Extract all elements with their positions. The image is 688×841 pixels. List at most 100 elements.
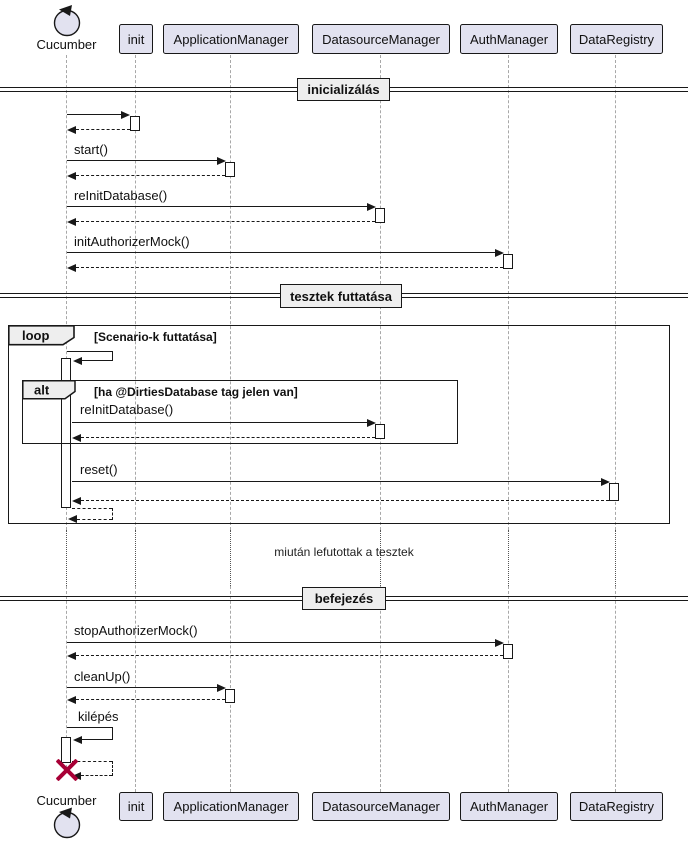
loop-operator-tab: loop xyxy=(8,325,75,346)
actor-label-cucumber: Cucumber xyxy=(36,37,97,52)
arrowhead-left-icon xyxy=(73,357,82,365)
message-label-reset: reset() xyxy=(80,462,118,477)
arrowhead-left-icon xyxy=(67,264,76,272)
divider-tesztek-futtatasa: tesztek futtatása xyxy=(280,284,402,308)
arrowhead-right-icon xyxy=(367,203,376,211)
activation-applicationmanager xyxy=(225,689,235,703)
alt-fragment xyxy=(22,380,458,444)
return-line xyxy=(76,129,130,130)
loop-operator-label: loop xyxy=(22,328,49,343)
delay-note: miután lefutottak a tesztek xyxy=(274,545,414,559)
participant-authmanager: AuthManager xyxy=(460,24,558,54)
activation-cucumber xyxy=(61,737,71,763)
return-line xyxy=(76,699,225,700)
lifeline-authmanager xyxy=(508,586,509,792)
return-line xyxy=(76,655,503,656)
lifeline-authmanager xyxy=(508,55,509,530)
lifeline-init xyxy=(135,55,136,530)
lifeline-applicationmanager-delay xyxy=(230,530,231,586)
lifeline-datasourcemanager-delay xyxy=(380,530,381,586)
activation-datasourcemanager xyxy=(375,424,385,439)
loop-guard: [Scenario-k futtatása] xyxy=(94,330,217,344)
arrowhead-right-icon xyxy=(495,249,504,257)
self-message-line xyxy=(82,739,112,740)
self-message-line xyxy=(67,351,112,352)
arrowhead-left-icon xyxy=(67,218,76,226)
return-line xyxy=(81,437,375,438)
actor-label-cucumber-bottom: Cucumber xyxy=(36,793,97,808)
self-message-line xyxy=(112,727,113,740)
self-message-line xyxy=(82,360,112,361)
message-line xyxy=(67,206,367,207)
message-line xyxy=(67,252,495,253)
message-line xyxy=(67,687,217,688)
message-line xyxy=(67,642,495,643)
arrowhead-right-icon xyxy=(495,639,504,647)
self-message-line xyxy=(112,351,113,361)
arrowhead-right-icon xyxy=(367,419,376,427)
arrowhead-left-icon xyxy=(67,652,76,660)
self-return-line xyxy=(72,508,112,509)
message-label-start: start() xyxy=(74,142,108,157)
control-actor-icon xyxy=(53,807,81,839)
participant-dataregistry: DataRegistry xyxy=(570,24,663,54)
divider-befejezes: befejezés xyxy=(302,587,386,610)
alt-operator-label: alt xyxy=(34,383,50,398)
arrowhead-left-icon xyxy=(68,515,77,523)
message-label-reinitdatabase: reInitDatabase() xyxy=(74,188,168,203)
self-return-line xyxy=(112,761,113,776)
self-message-line xyxy=(67,727,112,728)
arrowhead-right-icon xyxy=(121,111,130,119)
alt-guard: [ha @DirtiesDatabase tag jelen van] xyxy=(94,385,298,399)
arrowhead-left-icon xyxy=(67,696,76,704)
activation-datasourcemanager xyxy=(375,208,385,223)
message-label-initauthorizermock: initAuthorizerMock() xyxy=(74,234,190,249)
lifeline-cucumber xyxy=(66,586,67,768)
participant-init-bottom: init xyxy=(119,792,153,821)
self-return-line xyxy=(77,519,112,520)
self-return-line xyxy=(112,508,113,520)
loop-fragment xyxy=(8,325,670,524)
lifeline-dataregistry xyxy=(615,586,616,792)
activation-authmanager xyxy=(503,254,513,269)
activation-authmanager xyxy=(503,644,513,659)
message-label-reinitdatabase-2: reInitDatabase() xyxy=(80,402,174,417)
alt-operator-tab: alt xyxy=(22,380,76,400)
participant-datasourcemanager: DatasourceManager xyxy=(312,24,450,54)
return-line xyxy=(76,221,375,222)
arrowhead-left-icon xyxy=(67,172,76,180)
message-label-cleanup: cleanUp() xyxy=(74,669,131,684)
participant-applicationmanager-bottom: ApplicationManager xyxy=(163,792,299,821)
participant-dataregistry-bottom: DataRegistry xyxy=(570,792,663,821)
activation-cucumber xyxy=(61,358,71,508)
divider-inicializalas: inicializálás xyxy=(297,78,390,101)
message-line xyxy=(67,114,122,115)
arrowhead-left-icon xyxy=(72,434,81,442)
self-return-line xyxy=(72,761,112,762)
arrowhead-left-icon xyxy=(73,736,82,744)
activation-init xyxy=(130,116,140,131)
participant-init: init xyxy=(119,24,153,54)
lifeline-cucumber-delay xyxy=(66,530,67,586)
lifeline-applicationmanager xyxy=(230,55,231,530)
participant-datasourcemanager-bottom: DatasourceManager xyxy=(312,792,450,821)
message-line xyxy=(72,422,367,423)
lifeline-cucumber xyxy=(66,55,67,530)
arrowhead-left-icon xyxy=(72,497,81,505)
return-line xyxy=(76,267,503,268)
message-line xyxy=(72,481,601,482)
lifeline-init-delay xyxy=(135,530,136,586)
lifeline-datasourcemanager xyxy=(380,586,381,792)
message-line xyxy=(67,160,217,161)
activation-applicationmanager xyxy=(225,162,235,177)
lifeline-authmanager-delay xyxy=(508,530,509,586)
self-return-line xyxy=(81,775,112,776)
arrowhead-left-icon xyxy=(67,126,76,134)
message-label-kilepes: kilépés xyxy=(78,709,119,724)
lifeline-dataregistry-delay xyxy=(615,530,616,586)
lifeline-dataregistry xyxy=(615,55,616,530)
control-actor-icon xyxy=(53,5,81,37)
message-label-stopauthorizermock: stopAuthorizerMock() xyxy=(74,623,198,638)
return-line xyxy=(76,175,225,176)
